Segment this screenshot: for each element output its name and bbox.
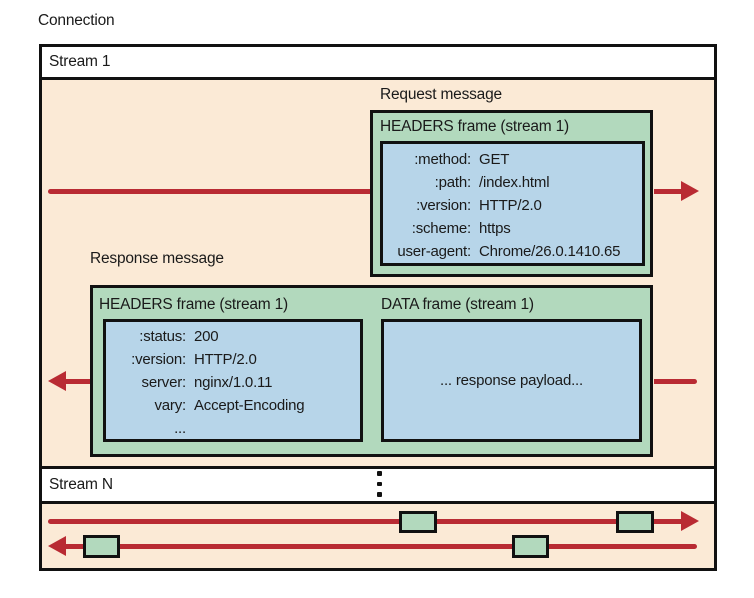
header-field: :status: 200	[106, 325, 360, 348]
request-headers-frame: HEADERS frame (stream 1) :method: GET :p…	[370, 110, 653, 277]
ellipsis-dot	[377, 471, 382, 476]
request-arrow-line-left	[48, 189, 372, 194]
frame-chip	[399, 511, 437, 533]
request-headers-frame-title: HEADERS frame (stream 1)	[380, 118, 569, 135]
header-value: Accept-Encoding	[194, 397, 305, 414]
frame-chip	[83, 535, 120, 558]
request-headers-box: :method: GET :path: /index.html :version…	[380, 141, 645, 266]
response-payload-box: ... response payload...	[381, 319, 642, 442]
header-key: :method:	[414, 151, 471, 168]
streamN-response-arrow-line	[64, 544, 697, 549]
header-key: vary:	[154, 397, 186, 414]
header-value: HTTP/2.0	[479, 197, 542, 214]
stream1-header: Stream 1	[42, 47, 714, 80]
streamN-response-arrow-head-icon	[48, 536, 66, 556]
header-value: 200	[194, 328, 219, 345]
stream1-label: Stream 1	[49, 53, 111, 70]
streamN-body	[42, 504, 714, 568]
header-value: nginx/1.0.11	[194, 374, 273, 391]
streamN-request-arrow-head-icon	[681, 511, 699, 531]
header-field: :method: GET	[383, 148, 642, 171]
header-value: GET	[479, 151, 510, 168]
request-arrow-head-icon	[681, 181, 699, 201]
request-arrow-line-right	[654, 189, 683, 194]
streamN-label: Stream N	[49, 476, 113, 493]
ellipsis-dot	[377, 481, 382, 486]
header-field: :scheme: https	[383, 217, 642, 240]
connection-label: Connection	[38, 12, 115, 29]
frame-chip	[512, 535, 549, 558]
header-value: Chrome/26.0.1410.65	[479, 243, 621, 260]
header-field: :path: /index.html	[383, 171, 642, 194]
response-arrow-line-left	[64, 379, 90, 384]
header-key: :version:	[416, 197, 471, 214]
header-value: /index.html	[479, 174, 550, 191]
header-field: ...	[106, 417, 360, 440]
header-key: :status:	[139, 328, 186, 345]
header-key: ...	[174, 420, 186, 437]
response-arrow-line-right	[654, 379, 697, 384]
ellipsis-dot	[377, 492, 382, 497]
header-field: user-agent: Chrome/26.0.1410.65	[383, 240, 642, 263]
request-message-label: Request message	[380, 86, 502, 103]
header-key: :scheme:	[411, 220, 471, 237]
header-field: :version: HTTP/2.0	[383, 194, 642, 217]
response-headers-box: :status: 200 :version: HTTP/2.0 server: …	[103, 319, 363, 442]
streamN-request-arrow-line	[48, 519, 682, 524]
response-data-frame-title: DATA frame (stream 1)	[381, 296, 534, 313]
response-arrow-head-icon	[48, 371, 66, 391]
header-key: :path:	[434, 174, 472, 191]
frame-chip	[616, 511, 654, 533]
response-headers-frame-title: HEADERS frame (stream 1)	[99, 296, 288, 313]
header-field: :version: HTTP/2.0	[106, 348, 360, 371]
response-message-label: Response message	[90, 250, 224, 267]
header-value	[194, 417, 360, 440]
header-key: :version:	[131, 351, 186, 368]
header-field: server: nginx/1.0.11	[106, 371, 360, 394]
header-value: HTTP/2.0	[194, 351, 257, 368]
header-key: user-agent:	[397, 243, 471, 260]
response-payload-text: ... response payload...	[440, 372, 583, 389]
header-key: server:	[141, 374, 187, 391]
header-value: https	[479, 220, 511, 237]
header-field: vary: Accept-Encoding	[106, 394, 360, 417]
vertical-ellipsis-icon	[377, 471, 382, 497]
response-frame: HEADERS frame (stream 1) :status: 200 :v…	[90, 285, 653, 457]
